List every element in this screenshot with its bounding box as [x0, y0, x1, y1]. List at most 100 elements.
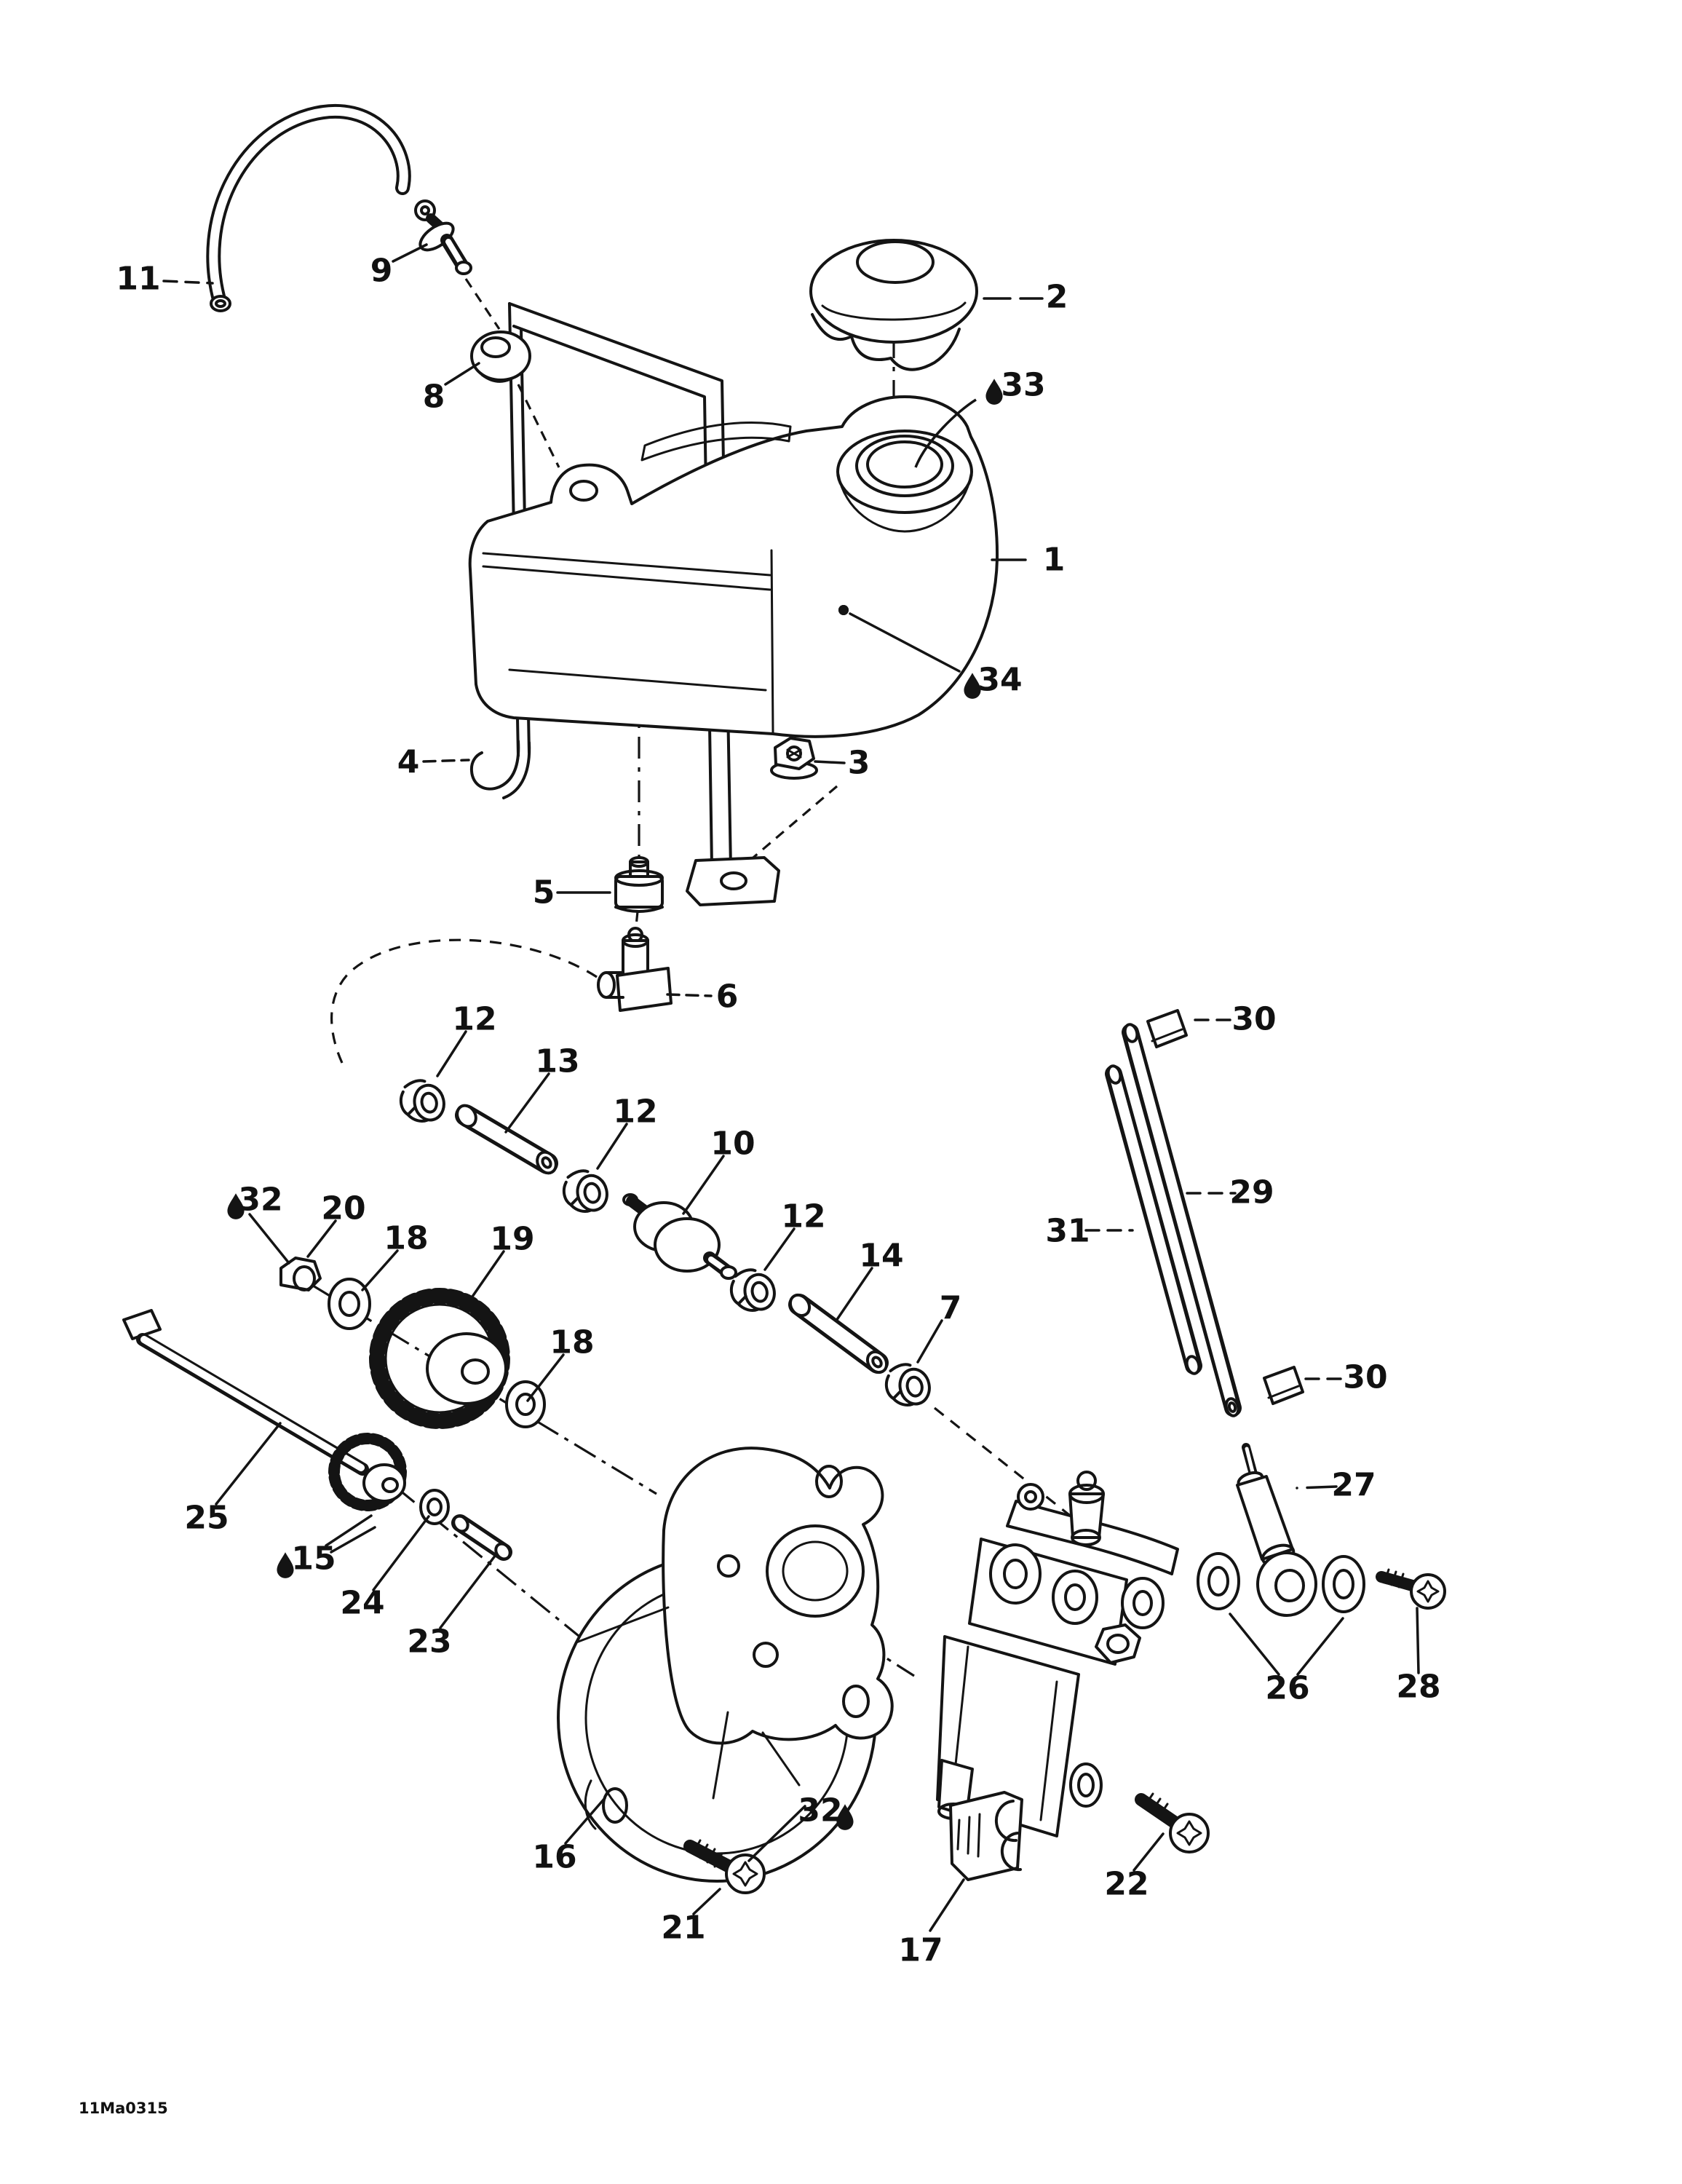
part-oil-line [395, 1075, 935, 1412]
part-hose-14 [788, 1293, 889, 1374]
callout-3-7: 3 [848, 745, 870, 782]
callout-33-4: 33 [1001, 367, 1045, 404]
leader-line-25 [215, 1422, 282, 1506]
leader-line-6 [666, 993, 713, 997]
part-cap-30b [1263, 1366, 1304, 1405]
part-oil-pump [936, 1471, 1179, 1881]
leader-line-20 [306, 1219, 337, 1258]
callout-31-18: 31 [1045, 1213, 1090, 1250]
assembly-line [934, 1406, 1076, 1522]
callout-20-23: 20 [321, 1190, 365, 1227]
part-banjo-group [1197, 1443, 1446, 1617]
part-tubes [1105, 1009, 1304, 1417]
callout-5-9: 5 [533, 874, 555, 911]
part-pinion [328, 1433, 407, 1511]
leader-line-11 [162, 280, 214, 285]
part-washer-26b [1322, 1555, 1365, 1613]
part-nut-20 [279, 1257, 322, 1291]
leader-line-23 [439, 1554, 497, 1629]
assembly-line [517, 384, 560, 468]
callout-26-33: 26 [1265, 1670, 1309, 1707]
parts-artwork [122, 103, 1446, 1894]
oil-drop-icon [277, 1552, 294, 1578]
part-vent-fitting [414, 199, 472, 275]
callout-29-19: 29 [1229, 1174, 1274, 1211]
callout-11-0: 11 [116, 261, 160, 298]
part-hose-13 [455, 1104, 558, 1175]
callout-32-35: 32 [798, 1792, 842, 1829]
callout-15-28: 15 [291, 1540, 336, 1578]
part-elbow-fitting [597, 927, 673, 1012]
leader-line-16 [564, 1797, 606, 1845]
leader-curve-33 [914, 398, 977, 468]
part-tube-29 [1122, 1023, 1242, 1417]
leader-line-10 [682, 1155, 725, 1215]
diagram-code: 11Ma0315 [79, 2100, 168, 2117]
leader-lines [162, 243, 1420, 1932]
leader-line-3 [814, 760, 846, 764]
part-pump-shaft [122, 1309, 512, 1561]
leader-line-14 [835, 1267, 873, 1322]
assembly-path [330, 938, 598, 1064]
callout-28-34: 28 [1396, 1669, 1440, 1706]
leader-line-12 [596, 1123, 628, 1170]
assembly-line [464, 278, 501, 330]
part-flange-nut [770, 737, 818, 780]
callout-8-2: 8 [423, 379, 445, 416]
leader-line-28 [1416, 1607, 1420, 1674]
leader-line-9 [392, 243, 428, 263]
callout-22-38: 22 [1104, 1866, 1149, 1903]
leader-line-18 [361, 1249, 399, 1291]
part-banjo-fitting-27 [1236, 1443, 1317, 1617]
leader-line-15 [325, 1514, 373, 1547]
leader-line-18 [526, 1353, 565, 1402]
part-clamp-7 [881, 1358, 935, 1412]
part-gear-set [279, 1257, 546, 1429]
callout-24-29: 24 [340, 1585, 384, 1622]
part-grommet [470, 331, 531, 383]
callout-19-25: 19 [490, 1221, 534, 1258]
assembly-line [394, 1485, 588, 1644]
leader-line-19 [471, 1250, 505, 1298]
callout-4-8: 4 [397, 744, 420, 781]
callout-6-10: 6 [716, 978, 739, 1016]
callout-27-32: 27 [1331, 1467, 1376, 1504]
part-tube-31 [1105, 1064, 1202, 1375]
callout-18-26: 18 [550, 1324, 594, 1361]
callout-10-14: 10 [710, 1125, 755, 1163]
part-screw-22 [1135, 1792, 1210, 1853]
callout-12-13: 12 [613, 1093, 657, 1131]
part-washer-24 [419, 1489, 450, 1525]
part-pin-23 [451, 1514, 512, 1561]
part-cap-30a [1146, 1009, 1188, 1048]
callout-7-17: 7 [940, 1290, 962, 1327]
leader-line-17 [929, 1878, 965, 1932]
oil-point-marker [838, 605, 849, 615]
callout-9-1: 9 [370, 253, 393, 290]
part-clamp-12b [558, 1165, 612, 1218]
part-banjo-bolt-28 [1376, 1568, 1446, 1610]
leader-line-12 [436, 1030, 467, 1077]
leader-line-4 [422, 759, 470, 763]
part-hose-holder-17 [949, 1791, 1023, 1881]
leader-line-7 [916, 1319, 943, 1364]
callout-23-30: 23 [407, 1623, 451, 1661]
part-pump-cover [557, 1447, 894, 1883]
leader-line-22 [1132, 1832, 1165, 1872]
oil-drop-icon [227, 1193, 245, 1219]
oil-drop-icon [964, 673, 981, 699]
part-bushing [614, 856, 664, 913]
leader-line-15 [330, 1526, 376, 1554]
callout-17-37: 17 [898, 1932, 943, 1969]
callout-14-16: 14 [859, 1238, 903, 1275]
part-clamp-12a [395, 1075, 449, 1128]
assembly-line [738, 785, 838, 871]
leader-line-32 [248, 1213, 290, 1265]
callout-16-31: 16 [532, 1839, 576, 1876]
callout-30-21: 30 [1343, 1359, 1387, 1396]
callout-25-27: 25 [184, 1500, 229, 1537]
part-hose [206, 103, 411, 312]
